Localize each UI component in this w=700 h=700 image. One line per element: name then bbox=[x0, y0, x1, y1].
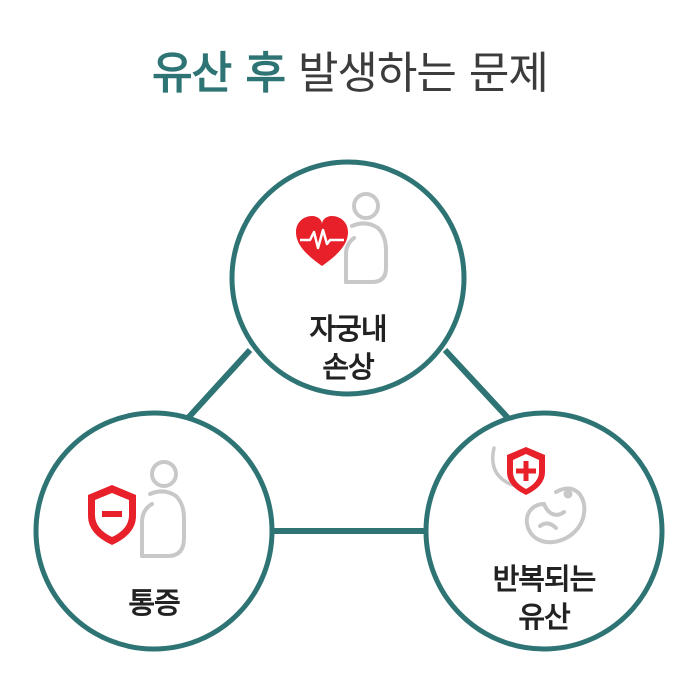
node-label-right: 반복되는 유산 bbox=[454, 560, 634, 636]
node-top-line1: 자궁내 bbox=[258, 310, 438, 348]
connector-top-left bbox=[188, 350, 250, 418]
node-label-left: 통증 bbox=[64, 584, 244, 622]
node-left-line1: 통증 bbox=[64, 584, 244, 622]
node-label-top: 자궁내 손상 bbox=[258, 310, 438, 386]
connector-top-right bbox=[445, 350, 508, 418]
node-right-line2: 유산 bbox=[454, 598, 634, 636]
node-right-line1: 반복되는 bbox=[454, 560, 634, 598]
node-top-line2: 손상 bbox=[258, 348, 438, 386]
